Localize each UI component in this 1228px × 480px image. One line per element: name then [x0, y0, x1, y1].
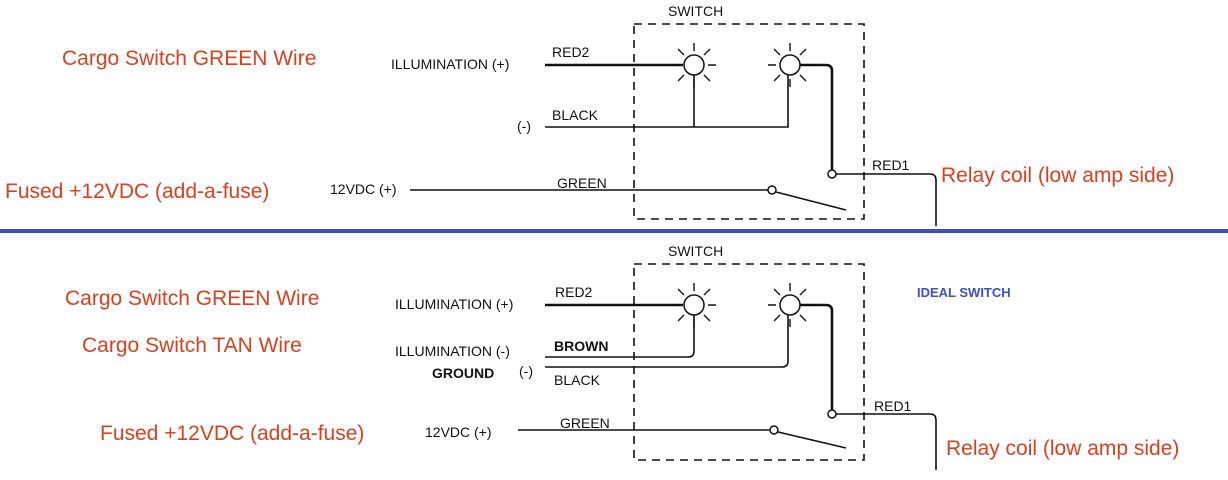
top-terminal-minus: (-) — [517, 118, 531, 134]
bottom-lamp-2 — [768, 283, 812, 327]
top-note-green-wire: Cargo Switch GREEN Wire — [62, 47, 316, 70]
bottom-note-fused: Fused +12VDC (add-a-fuse) — [100, 422, 364, 445]
bottom-switch-box — [633, 263, 865, 461]
bottom-brown-wire — [545, 315, 695, 358]
bottom-wire-green: GREEN — [560, 415, 610, 431]
top-wire-black: BLACK — [552, 107, 599, 123]
top-wire-green: GREEN — [557, 175, 607, 191]
top-lamp2-feed — [800, 63, 834, 170]
bottom-terminal-illum-plus: ILLUMINATION (+) — [395, 296, 513, 312]
bottom-diagram: SWITCH IDEAL SWITCH Cargo Switch GREEN W… — [65, 243, 1179, 470]
top-relay-note: Relay coil (low amp side) — [941, 164, 1174, 187]
bottom-lamp2-feed — [800, 303, 834, 410]
bottom-wire-red2: RED2 — [555, 284, 593, 300]
top-black-wire — [545, 75, 789, 128]
top-terminal-12vdc: 12VDC (+) — [330, 181, 397, 197]
top-green-contact — [767, 185, 777, 195]
bottom-wire-brown: BROWN — [554, 338, 608, 354]
top-red1-contact — [827, 169, 837, 179]
top-lamp-1 — [672, 43, 716, 87]
top-wire-red1: RED1 — [872, 157, 910, 173]
top-red1-wire — [836, 173, 937, 226]
bottom-black-wire — [545, 315, 789, 368]
bottom-red1-contact — [827, 409, 837, 419]
top-note-fused: Fused +12VDC (add-a-fuse) — [5, 180, 269, 203]
section-divider — [0, 229, 1228, 233]
bottom-terminal-ground-minus: (-) — [519, 363, 533, 379]
bottom-relay-note: Relay coil (low amp side) — [946, 437, 1179, 460]
bottom-red1-wire — [836, 413, 937, 470]
bottom-lamp-1 — [672, 283, 716, 327]
bottom-terminal-illum-minus: ILLUMINATION (-) — [395, 343, 510, 359]
bottom-note-tan-wire: Cargo Switch TAN Wire — [82, 334, 302, 357]
top-terminal-illum-plus: ILLUMINATION (+) — [391, 56, 509, 72]
top-switch-title: SWITCH — [668, 3, 723, 19]
top-diagram: SWITCH Cargo Switch GREEN Wire Fused +12… — [5, 3, 1174, 226]
top-switch-box — [633, 23, 865, 220]
bottom-wire-black: BLACK — [554, 372, 601, 388]
bottom-green-contact — [769, 425, 779, 435]
bottom-note-green-wire: Cargo Switch GREEN Wire — [65, 287, 319, 310]
top-lamp-2 — [768, 43, 812, 87]
bottom-wire-red1: RED1 — [874, 398, 912, 414]
top-switch-blade — [775, 191, 847, 211]
bottom-terminal-ground: GROUND — [432, 365, 494, 381]
bottom-switch-title: SWITCH — [668, 243, 723, 259]
ideal-switch-note: IDEAL SWITCH — [917, 285, 1011, 300]
bottom-terminal-12vdc: 12VDC (+) — [425, 424, 492, 440]
top-wire-red2: RED2 — [552, 44, 590, 60]
bottom-switch-blade — [777, 431, 847, 449]
